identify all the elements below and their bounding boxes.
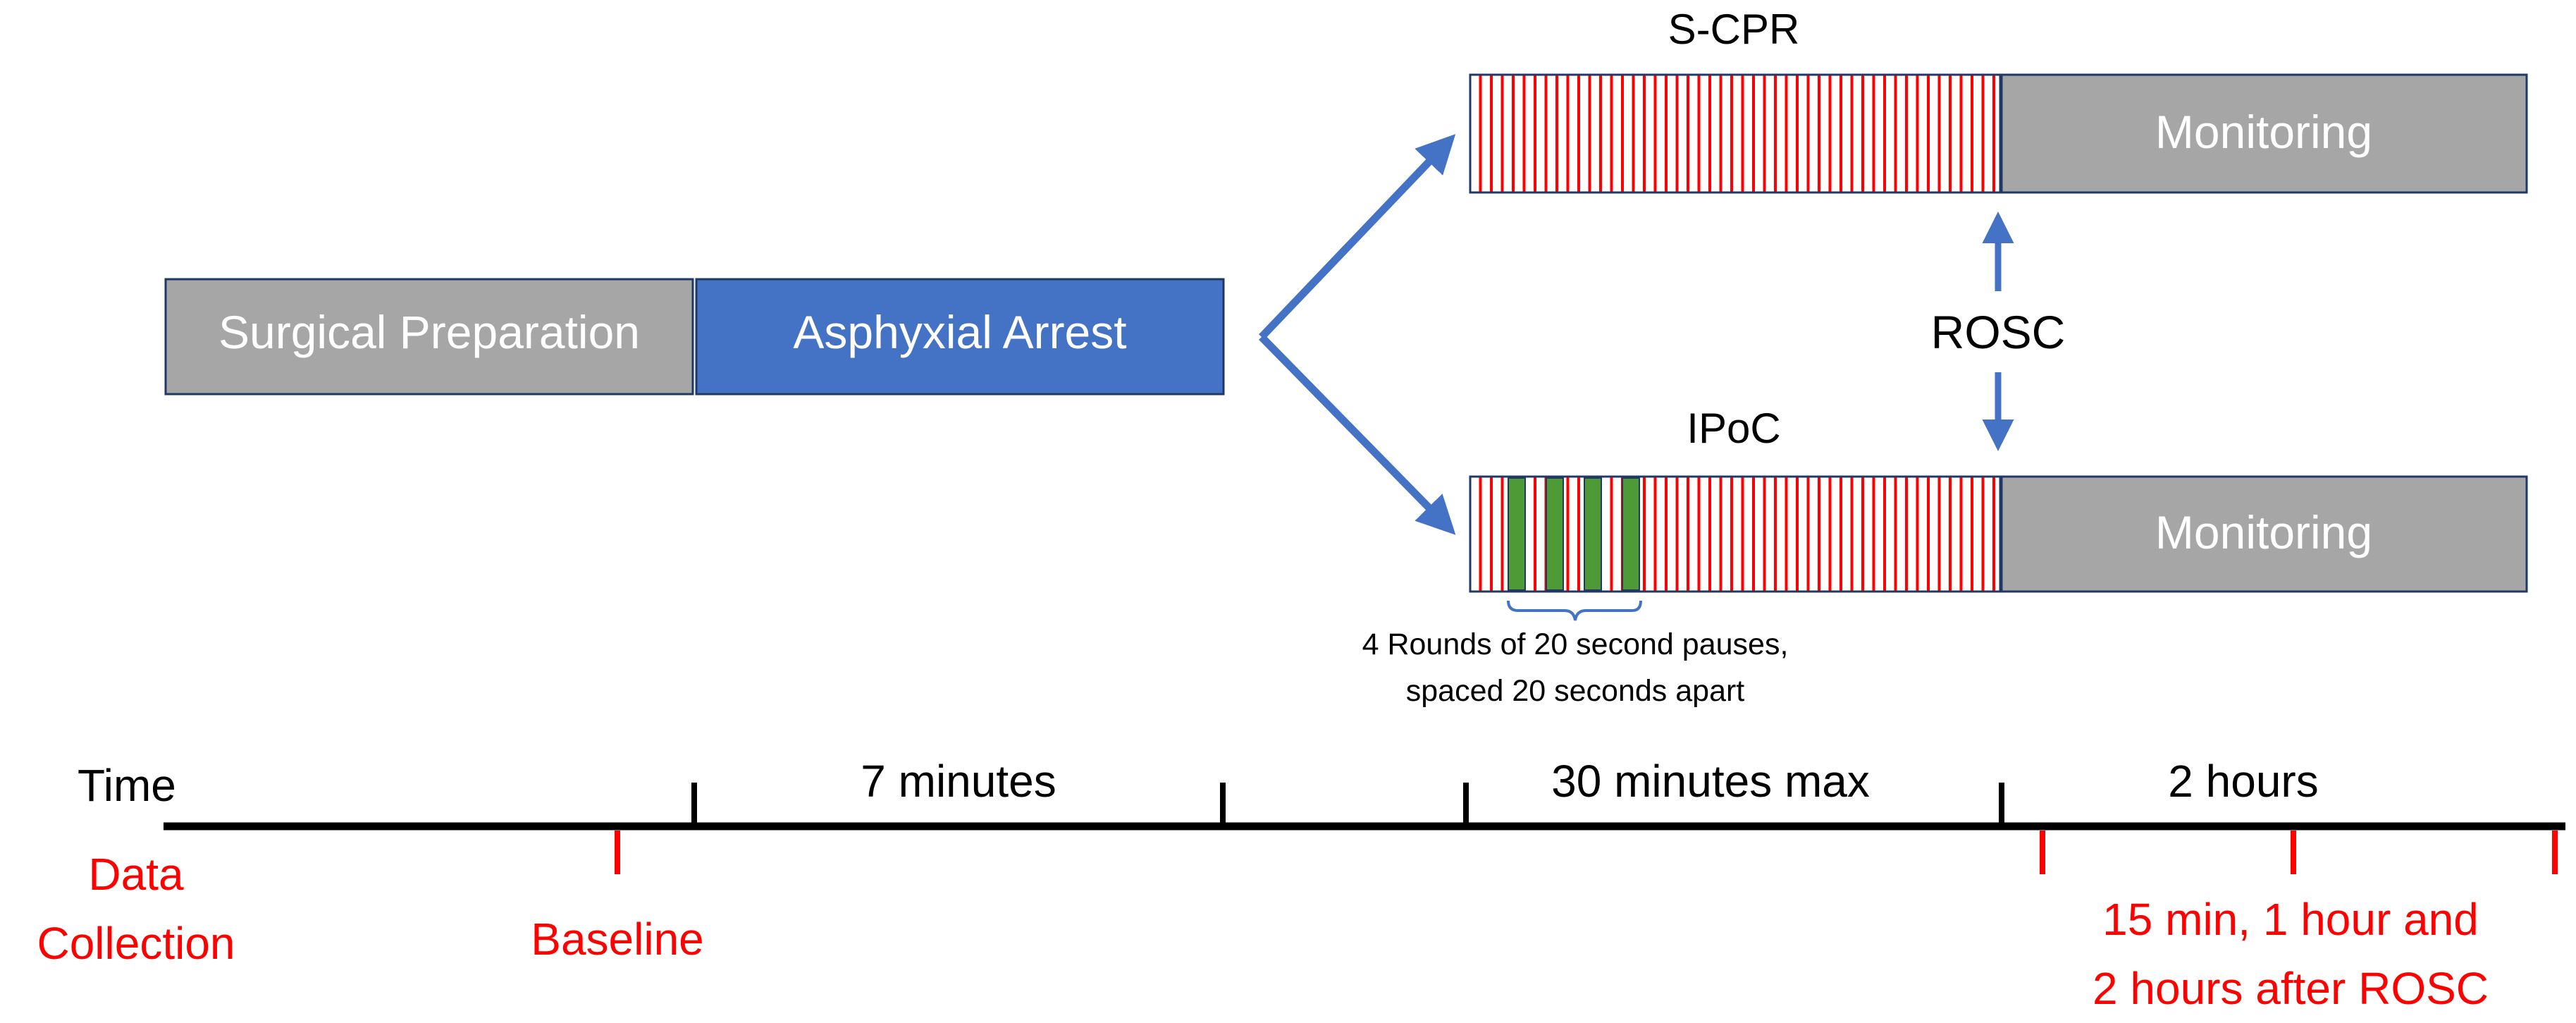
- pause-block: [1584, 477, 1602, 591]
- surgical-preparation-box: [164, 278, 694, 396]
- scpr-monitoring-label: Monitoring: [2155, 106, 2372, 158]
- after-rosc-label-line1: 15 min, 1 hour and: [2102, 894, 2479, 945]
- baseline-label: Baseline: [531, 914, 704, 964]
- ipoc-monitoring-label: Monitoring: [2155, 506, 2372, 558]
- pause-note-line2: spaced 20 seconds apart: [1406, 674, 1745, 708]
- pause-block: [1622, 477, 1640, 591]
- ipoc-monitoring-box: [2000, 475, 2528, 593]
- after-rosc-label-line2: 2 hours after ROSC: [2093, 963, 2489, 1014]
- data-collection-ticks: [615, 831, 2558, 874]
- data-collection-label-line1: Data: [88, 849, 184, 900]
- surgical-preparation-label: Surgical Preparation: [218, 306, 640, 358]
- timeline-30-minutes-max: 30 minutes max: [1551, 756, 1870, 807]
- pause-bracket: [1507, 600, 1642, 621]
- pause-block: [1546, 477, 1564, 591]
- timeline-ticks: [691, 783, 2004, 826]
- branch-arrow-up: [1259, 134, 1456, 340]
- asphyxial-arrest-box: [695, 278, 1225, 396]
- timeline-7-minutes: 7 minutes: [861, 756, 1056, 807]
- scpr-title: S-CPR: [1668, 6, 1800, 53]
- ipoc-pause-blocks: [1508, 477, 1640, 591]
- pause-block: [1508, 477, 1526, 591]
- time-label: Time: [78, 760, 176, 811]
- scpr-monitoring-box: [2000, 73, 2528, 194]
- timeline-2-hours: 2 hours: [2168, 756, 2318, 807]
- rosc-label: ROSC: [1931, 306, 2066, 358]
- asphyxial-arrest-label: Asphyxial Arrest: [793, 306, 1126, 358]
- data-collection-label-line2: Collection: [37, 918, 235, 969]
- pause-note-line1: 4 Rounds of 20 second pauses,: [1362, 627, 1789, 661]
- branch-arrow-down: [1259, 334, 1456, 535]
- ipoc-title: IPoC: [1687, 405, 1780, 452]
- scpr-cpr-bar: [1469, 73, 2002, 194]
